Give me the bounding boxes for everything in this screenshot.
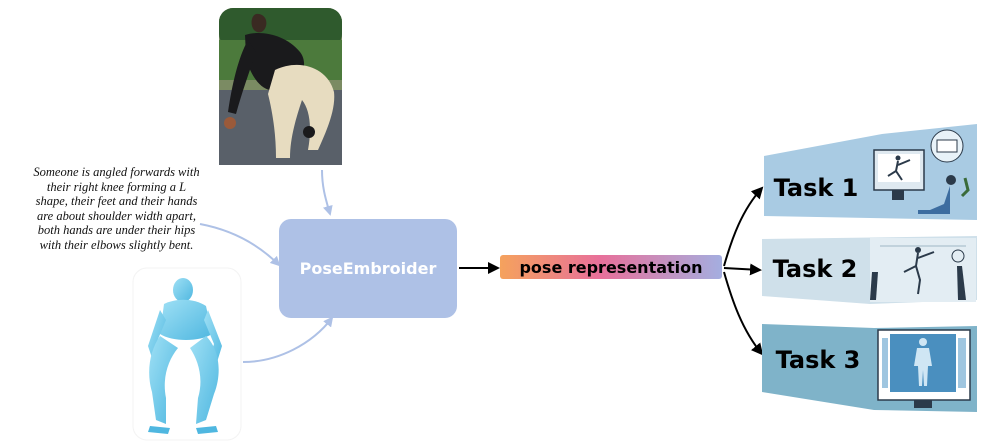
arrow-to-task-3: [723, 271, 764, 356]
kick-illustration-studio-icon: [870, 238, 976, 302]
task-3-card: Task 3: [762, 324, 977, 412]
arrow-to-task-1: [723, 186, 764, 267]
arrow-mesh-to-hub: [242, 316, 334, 363]
hub-box: [279, 219, 457, 318]
caption-line: with their elbows slightly bent.: [39, 237, 194, 252]
representation-label: pose representation: [519, 258, 702, 277]
arrow-photo-to-hub: [321, 169, 333, 216]
arrow-text-to-hub: [199, 223, 281, 267]
representation-bar: [500, 255, 722, 279]
task-1-card: Task 1: [764, 124, 977, 220]
caption-line: are about shoulder width apart,: [37, 208, 196, 223]
task-1-label: Task 1: [774, 174, 859, 202]
task-2-label: Task 2: [773, 255, 858, 283]
person-photo: [219, 8, 342, 165]
caption-line: both hands are under their hips: [37, 223, 196, 238]
caption-line: shape, their feet and their hands: [35, 194, 198, 209]
caption-line: their right knee forming a L: [46, 179, 187, 194]
caption-line: Someone is angled forwards with: [33, 165, 200, 179]
pose-description-text: Someone is angled forwards with their ri…: [4, 165, 229, 253]
body-scan-illustration-icon: [877, 329, 971, 408]
hub-label: PoseEmbroider: [300, 259, 437, 278]
3d-body-mesh: [132, 267, 242, 441]
arrow-to-task-2: [723, 263, 762, 276]
task-3-label: Task 3: [776, 346, 861, 374]
task-2-card: Task 2: [762, 236, 977, 304]
kick-illustration-monitor-icon: [873, 129, 970, 214]
